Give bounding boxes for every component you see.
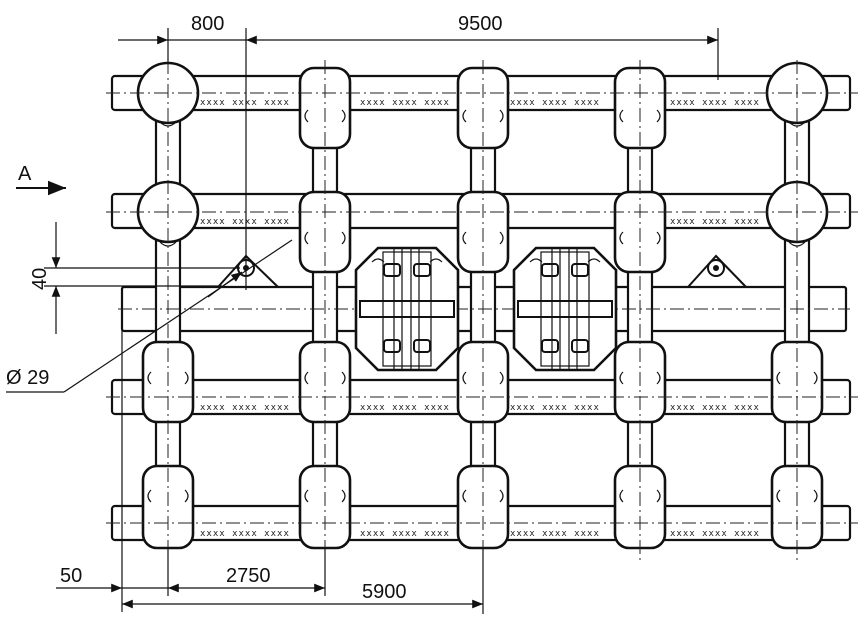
gearbox-right (512, 246, 618, 372)
center-lines (106, 60, 858, 560)
svg-text:xxxx xxxx xxxx: xxxx xxxx xxxx (200, 403, 290, 413)
dimension-bottom (56, 330, 484, 614)
dimension-diameter-label: Ø 29 (6, 367, 49, 389)
svg-text:xxxx xxxx xxxx: xxxx xxxx xxxx (670, 217, 760, 227)
view-label-a: A (18, 163, 32, 185)
gearbox-left (354, 246, 460, 372)
dimension-50-label: 50 (60, 565, 82, 587)
svg-text:xxxx xxxx xxxx: xxxx xxxx xxxx (670, 98, 760, 108)
svg-text:xxxx xxxx xxxx: xxxx xxxx xxxx (360, 529, 450, 539)
svg-text:xxxx xxxx xxxx: xxxx xxxx xxxx (510, 403, 600, 413)
svg-text:xxxx xxxx xxxx: xxxx xxxx xxxx (670, 403, 760, 413)
dimension-diameter-leader (6, 239, 293, 393)
svg-text:xxxx xxxx xxxx: xxxx xxxx xxxx (200, 529, 290, 539)
svg-text:xxxx xxxx xxxx: xxxx xxxx xxxx (200, 217, 290, 227)
dimension-9500-label: 9500 (458, 13, 503, 35)
svg-text:xxxx xxxx xxxx: xxxx xxxx xxxx (360, 98, 450, 108)
dimension-40-label: 40 (29, 268, 51, 290)
dimension-800-label: 800 (191, 13, 224, 35)
svg-text:xxxx xxxx xxxx: xxxx xxxx xxxx (200, 98, 290, 108)
svg-text:xxxx xxxx xxxx: xxxx xxxx xxxx (360, 403, 450, 413)
dimension-40 (44, 222, 240, 334)
svg-text:xxxx xxxx xxxx: xxxx xxxx xxxx (510, 98, 600, 108)
dimension-2750-label: 2750 (226, 565, 271, 587)
svg-text:xxxx xxxx xxxx: xxxx xxxx xxxx (670, 529, 760, 539)
dimension-5900-label: 5900 (362, 581, 407, 603)
svg-text:xxxx xxxx xxxx: xxxx xxxx xxxx (510, 529, 600, 539)
rope-hatch-marks: xxxx xxxx xxxx xxxx xxxx xxxx xxxx xxxx … (200, 98, 760, 539)
dimension-top (118, 28, 719, 290)
